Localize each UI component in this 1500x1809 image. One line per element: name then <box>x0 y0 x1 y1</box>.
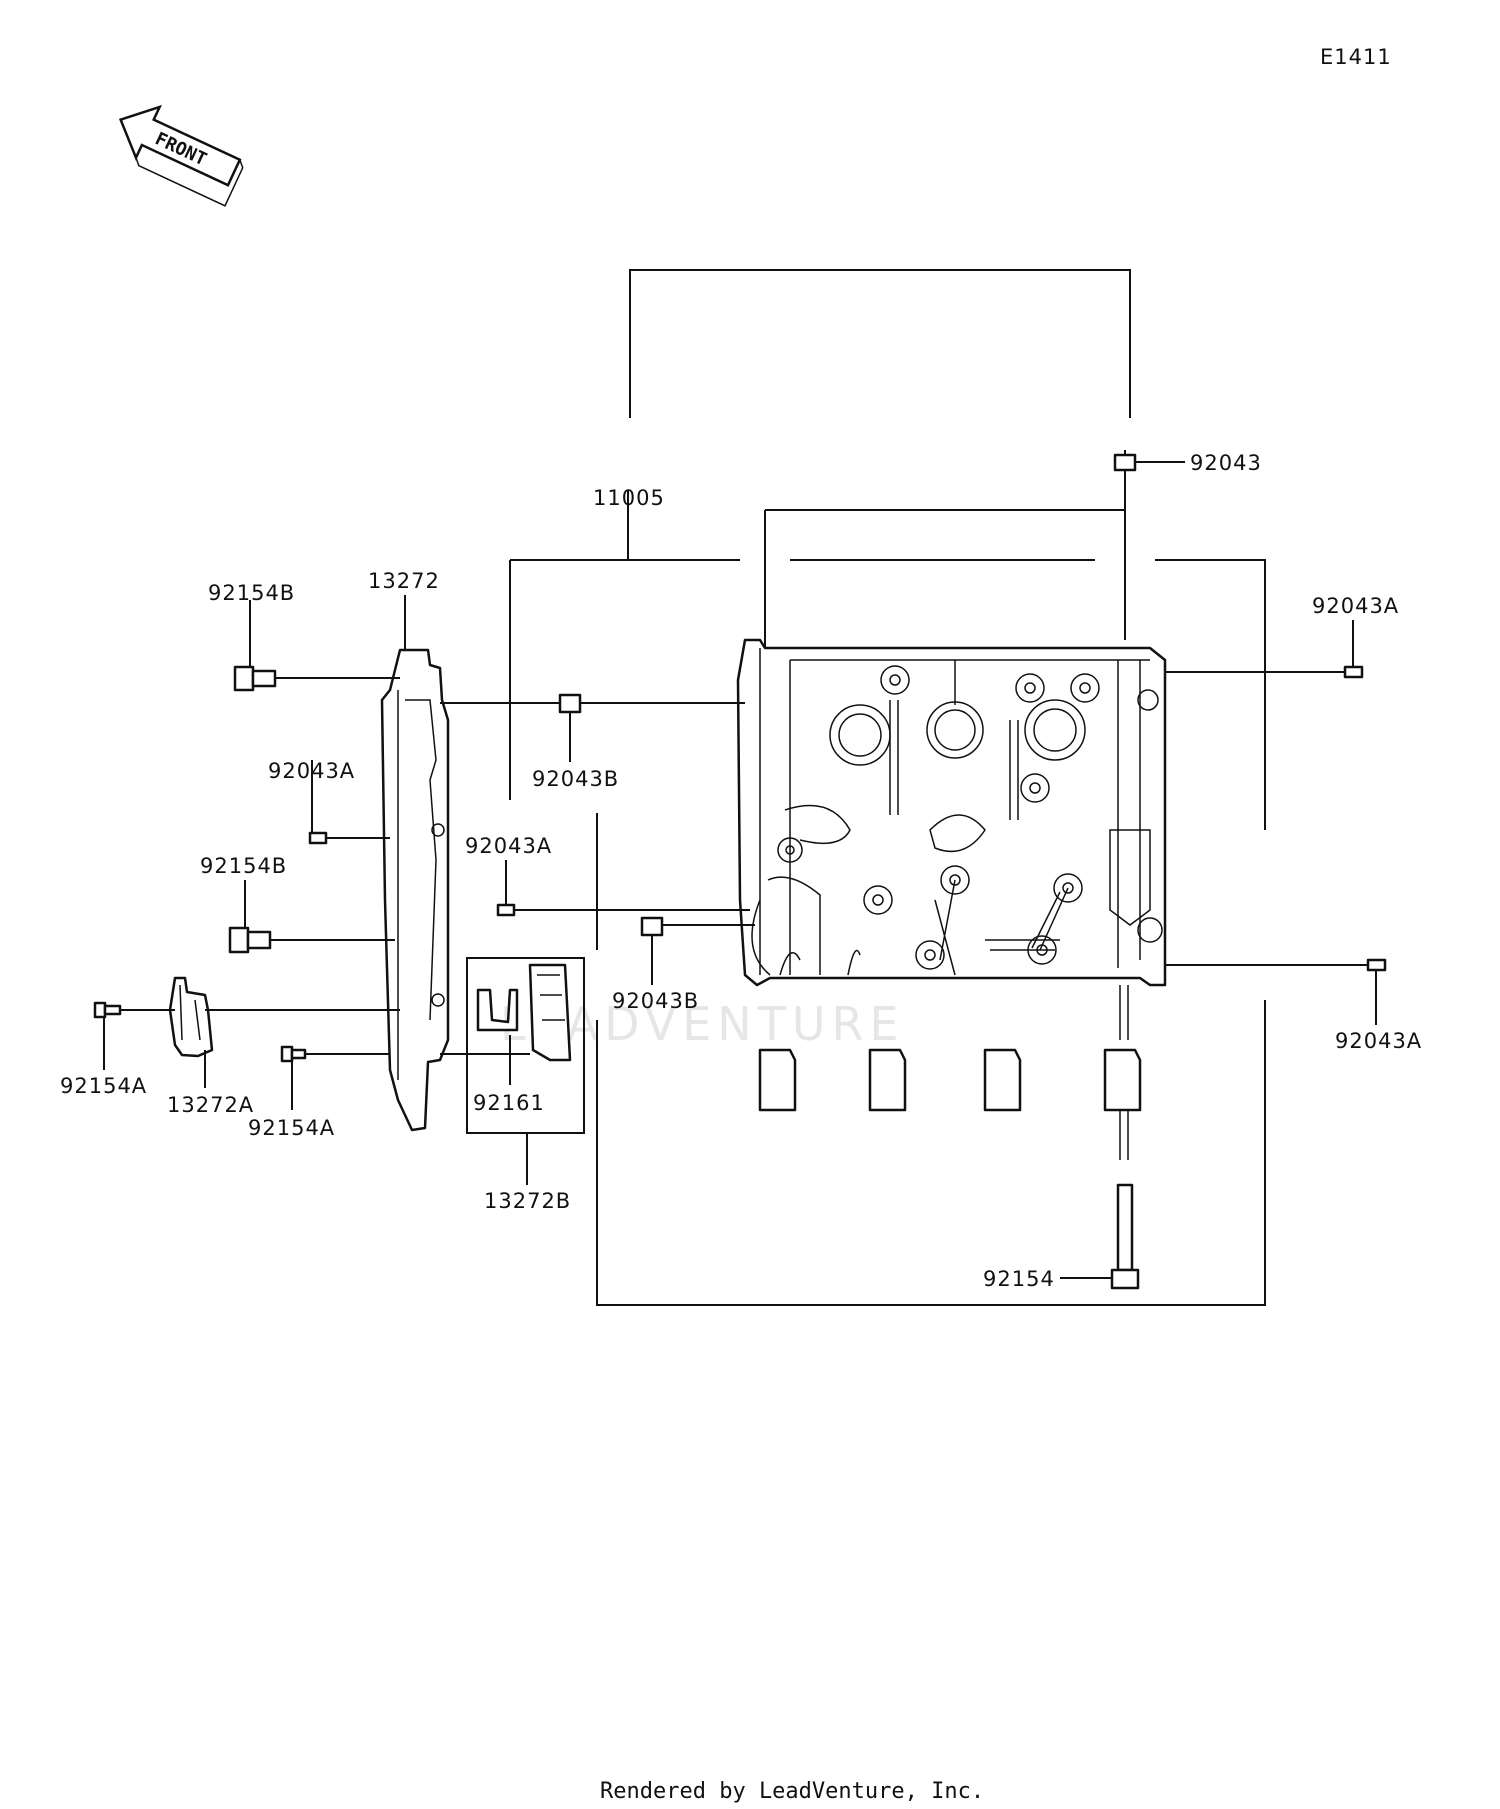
callout-92043A-left: 92043A <box>268 759 355 783</box>
gasket-plate-13272 <box>380 648 450 1132</box>
dowel-92043A-center <box>496 860 750 917</box>
callout-13272: 13272 <box>368 569 440 593</box>
callout-92043B-center: 92043B <box>612 989 699 1013</box>
callout-92043-top: 92043 <box>1190 451 1262 475</box>
callout-92043B-top: 92043B <box>532 767 619 791</box>
bolt-92154A-mid <box>280 1045 390 1110</box>
assembly-bracket-11005 <box>509 269 1266 1306</box>
bearing-caps <box>758 1048 1142 1112</box>
diagram-code: E1411 <box>1320 45 1392 69</box>
callout-92161: 92161 <box>473 1091 545 1115</box>
callout-92154B-mid: 92154B <box>200 854 287 878</box>
bolt-92154 <box>1060 985 1140 1290</box>
dowel-92043-top <box>1113 453 1185 472</box>
callout-92043A-center: 92043A <box>465 834 552 858</box>
callout-92043A-right-top: 92043A <box>1312 594 1399 618</box>
front-arrow-icon: FRONT <box>118 104 244 207</box>
callout-92154B-top: 92154B <box>208 581 295 605</box>
dowel-92043B-top <box>440 693 745 762</box>
callout-92154-bottom: 92154 <box>983 1267 1055 1291</box>
dowel-92043A-right-bottom <box>1165 958 1387 1025</box>
callout-11005: 11005 <box>593 486 665 510</box>
crankcase-block <box>736 638 1167 987</box>
bolt-92154B-mid <box>228 880 395 954</box>
footer-credit: Rendered by LeadVenture, Inc. <box>600 1779 984 1804</box>
dowel-92043B-center <box>640 916 755 985</box>
kit-box-13272B <box>466 957 585 1185</box>
leader-92161 <box>440 1035 530 1085</box>
callout-13272A: 13272A <box>167 1093 254 1117</box>
dowel-92043A-right-top <box>1165 620 1364 679</box>
bolt-92154B-top <box>233 600 400 692</box>
callout-92043A-right-bottom: 92043A <box>1335 1029 1422 1053</box>
callout-13272B: 13272B <box>484 1189 571 1213</box>
bolt-92154A-left <box>93 1001 400 1070</box>
callout-92154A-mid: 92154A <box>248 1116 335 1140</box>
bracket-13272A <box>168 976 214 1058</box>
dowel-92043A-left <box>308 760 390 845</box>
callout-92154A-left: 92154A <box>60 1074 147 1098</box>
